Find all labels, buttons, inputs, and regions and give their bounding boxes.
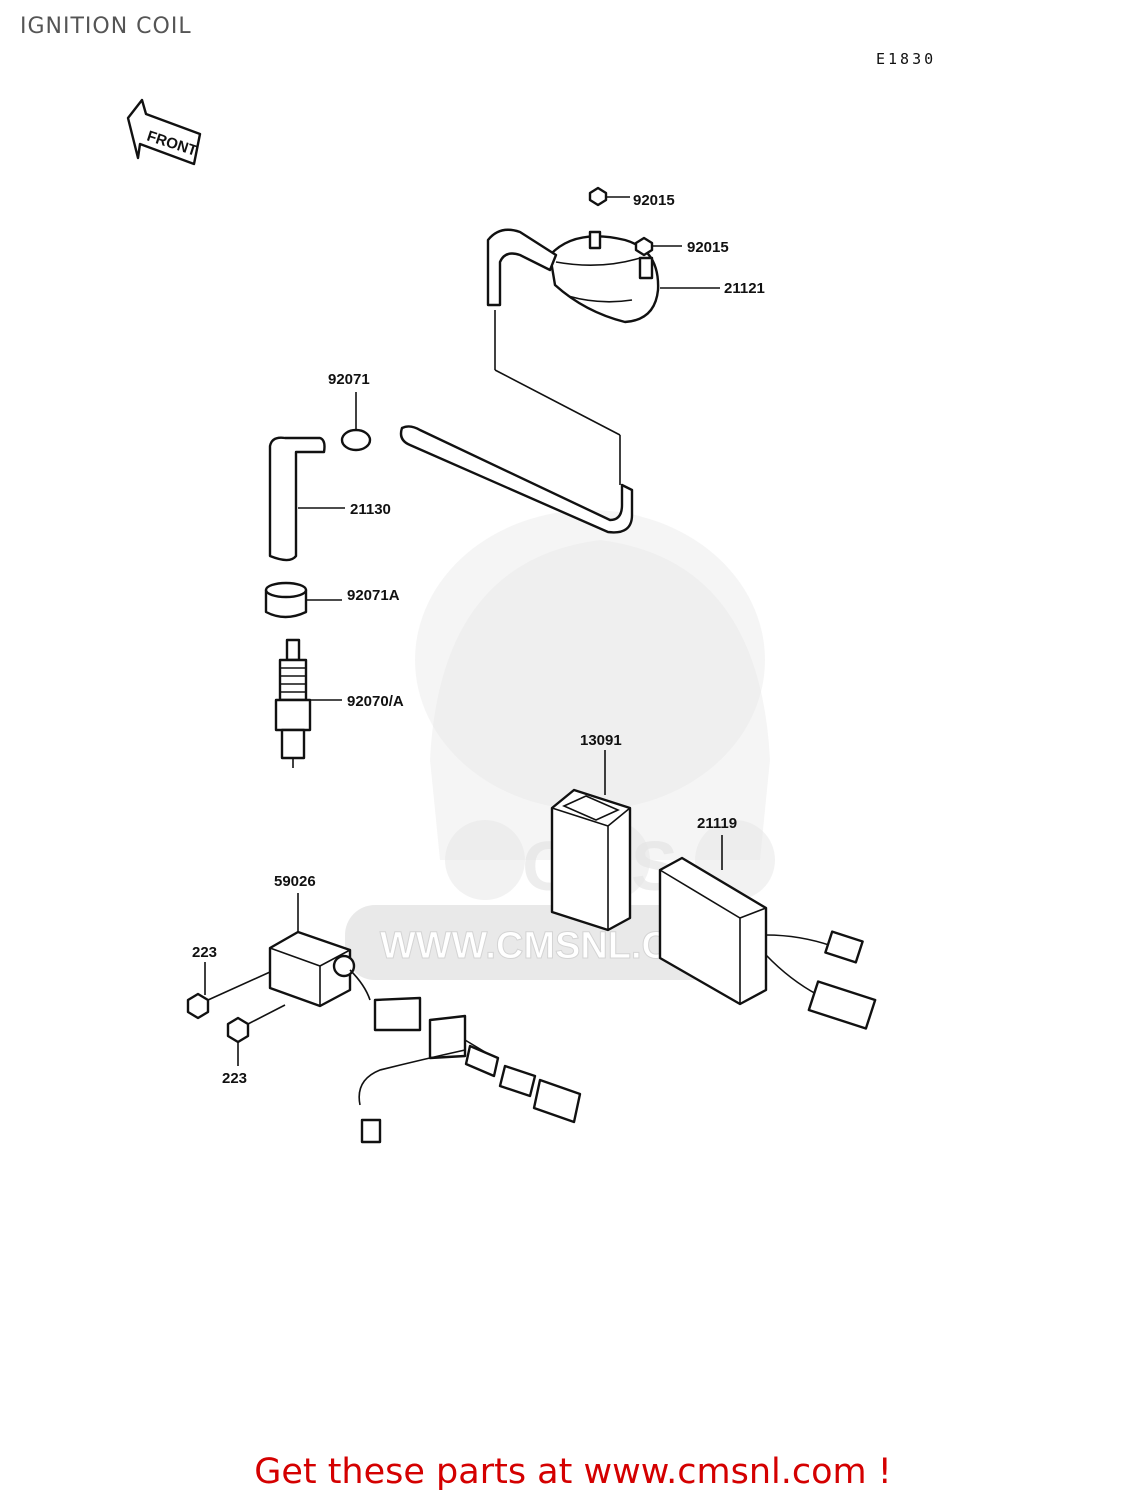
- spark-plug-92070A: [274, 638, 342, 768]
- plug-cap-21130: [268, 436, 345, 562]
- footer-cta-link[interactable]: Get these parts at www.cmsnl.com !: [254, 1452, 892, 1492]
- parts-diagram: CMS WWW.CMSNL.COM FRONT: [126, 98, 877, 1144]
- nut-92015-lower: [634, 236, 682, 257]
- label-92015-lower: 92015: [687, 239, 729, 256]
- regulator-59026: [268, 893, 582, 1144]
- label-92070A: 92070/A: [347, 693, 404, 710]
- label-223-upper: 223: [192, 944, 217, 961]
- bolt-223-lower: [226, 1004, 286, 1066]
- label-92071A: 92071A: [347, 587, 400, 604]
- label-21130: 21130: [350, 501, 391, 518]
- diagram-code: E1830: [876, 50, 937, 68]
- label-59026: 59026: [274, 873, 316, 890]
- label-21119: 21119: [697, 815, 737, 832]
- ht-lead: [399, 369, 634, 534]
- cdi-cover-13091: [550, 750, 632, 932]
- label-13091: 13091: [580, 732, 622, 749]
- nut-92015-upper: [588, 186, 630, 207]
- label-92071: 92071: [328, 371, 370, 388]
- cap-92071: [340, 392, 372, 452]
- page-title: IGNITION COIL: [20, 14, 192, 39]
- label-21121: 21121: [724, 280, 765, 297]
- label-92015-upper: 92015: [633, 192, 675, 209]
- front-arrow: FRONT: [126, 98, 202, 166]
- seal-92071A: [264, 581, 342, 619]
- label-223-lower: 223: [222, 1070, 247, 1087]
- cdi-unit-21119: [658, 835, 877, 1030]
- ignition-coil-21121: [486, 228, 660, 370]
- bolt-223-upper: [186, 962, 271, 1020]
